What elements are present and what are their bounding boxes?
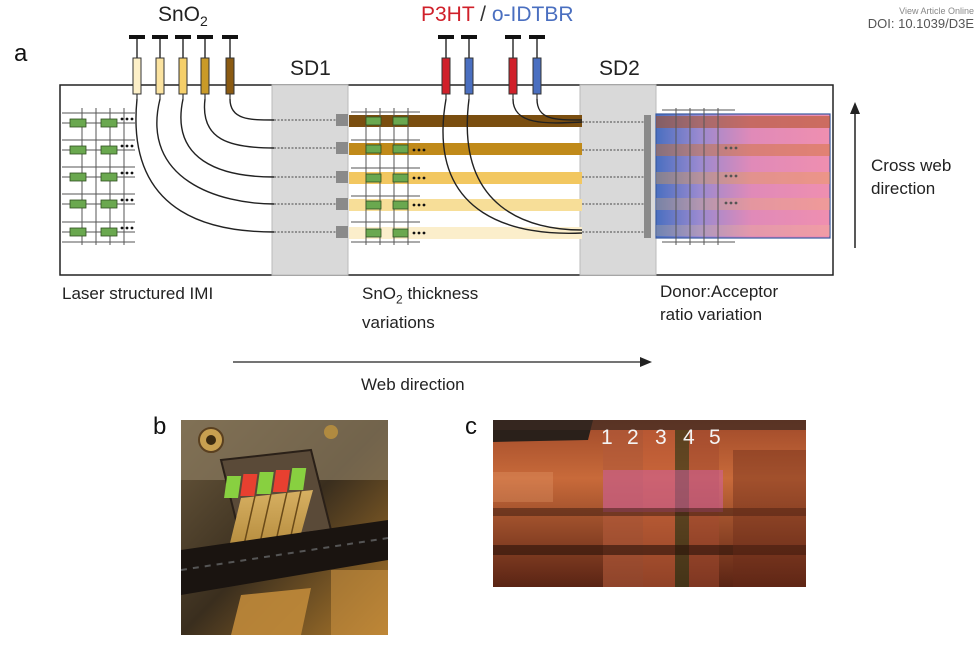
panel-letter-b: b — [153, 413, 167, 440]
web-direction-arrow — [233, 357, 652, 367]
sno2-syringes — [129, 35, 238, 99]
cross-web-arrow — [850, 102, 860, 248]
sno2-text: SnO — [158, 3, 201, 26]
sd2-nozzle-bar — [644, 115, 651, 238]
active-layer-gradient — [655, 113, 831, 239]
sd2-label: SD2 — [599, 57, 640, 80]
photo-c-coated-film: 1 2 3 4 5 — [493, 420, 806, 587]
slot-die-1 — [271, 84, 349, 276]
cross-web-line-1: Cross web — [871, 156, 952, 175]
caption-thickness-post: thickness — [402, 284, 479, 303]
panel-letter-a: a — [14, 40, 28, 67]
cross-web-line-2: direction — [871, 179, 936, 198]
syringe-sno2-1 — [129, 35, 145, 99]
cross-web-label: Cross web direction — [871, 154, 951, 200]
sd2-dashed-lines — [582, 121, 646, 233]
photo-c-number-4: 4 — [683, 426, 695, 449]
caption-thickness-sub: 2 — [396, 292, 403, 307]
sd1-label: SD1 — [290, 57, 331, 80]
syringe-p3ht-2 — [505, 35, 521, 99]
oidtbr-label: o-IDTBR — [491, 3, 574, 26]
photo-c-number-1: 1 — [601, 426, 613, 449]
syringe-sno2-2 — [152, 35, 168, 99]
imi-green-cells-left — [69, 118, 118, 237]
imi-dots-middle — [412, 148, 426, 235]
sno2-label: SnO2 — [158, 3, 208, 29]
slash-separator: / — [474, 3, 492, 26]
donor-acceptor-header: P3HT / o-IDTBR — [421, 3, 574, 27]
donor-acceptor-syringes — [438, 35, 545, 99]
photo-c-number-5: 5 — [709, 426, 721, 449]
sd1-nozzles — [336, 114, 348, 238]
web-direction-label: Web direction — [361, 375, 465, 394]
photo-c-number-2: 2 — [627, 426, 639, 449]
caption-ratio-line-1: Donor:Acceptor — [660, 282, 779, 301]
doi-line-2: DOI: 10.1039/D3E — [867, 16, 974, 31]
p3ht-label: P3HT — [421, 3, 475, 26]
caption-imi: Laser structured IMI — [62, 284, 214, 303]
photo-b-slot-die-head — [181, 420, 388, 635]
doi-line-1: View Article Online — [899, 6, 974, 16]
sno2-subscript: 2 — [200, 13, 208, 30]
syringe-sno2-5 — [222, 35, 238, 99]
imi-dots-left — [120, 117, 134, 230]
caption-ratio-line-2: ratio variation — [660, 305, 763, 324]
syringe-oidtbr-2 — [529, 35, 545, 99]
syringe-sno2-3 — [175, 35, 191, 99]
syringe-oidtbr-1 — [461, 35, 477, 99]
sd1-dashed-lines — [274, 119, 338, 233]
syringe-p3ht-1 — [438, 35, 454, 99]
photo-c-number-3: 3 — [655, 426, 667, 449]
syringe-sno2-4 — [197, 35, 213, 99]
caption-thickness-pre: SnO — [362, 284, 397, 303]
imi-green-cells-middle — [365, 116, 409, 238]
panel-letter-c: c — [465, 413, 477, 440]
caption-ratio: Donor:Acceptor ratio variation — [660, 280, 778, 326]
sno2-feed-tubes — [135, 98, 275, 233]
caption-thickness: SnO2 thickness variations — [362, 282, 478, 334]
imi-dots-right — [724, 146, 738, 205]
caption-thickness-line-2: variations — [362, 313, 435, 333]
imi-grid-right — [662, 108, 735, 245]
da-feed-tubes — [442, 98, 583, 235]
doi-header: View Article Online DOI: 10.1039/D3E — [868, 6, 974, 31]
